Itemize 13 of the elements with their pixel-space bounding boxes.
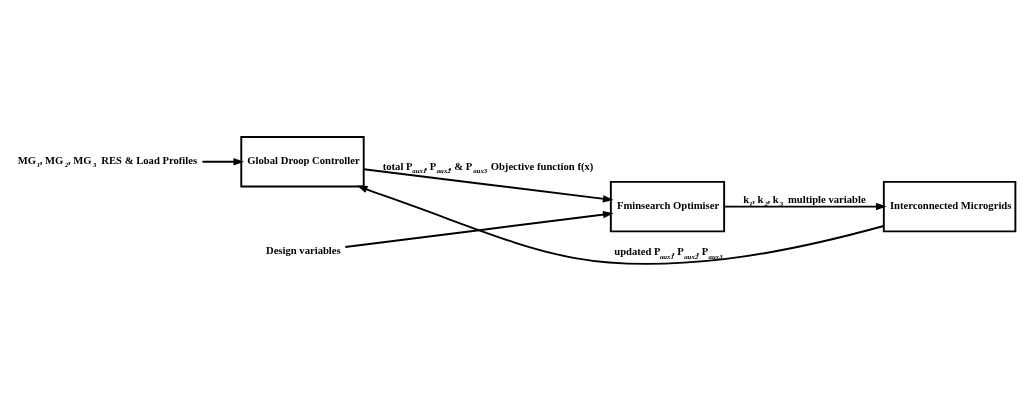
arrow — [201, 157, 245, 165]
edge-label: k$_{1}$, k$_{2}$, k$_{3}$ multiple variable — [743, 193, 866, 207]
arrow — [362, 167, 614, 202]
edge-label: total P$_{aux1}$, P$_{aux2}$, & P$_{aux3}$ Objective function f(x) — [382, 160, 594, 174]
arrow — [356, 184, 885, 265]
arrow — [723, 202, 887, 210]
node-text: MG$_{1}$, MG$_{2}$, MG$_{3}$ RES & Load Profiles — [17, 154, 198, 168]
node-text: Design variables — [265, 244, 341, 256]
arrow — [344, 210, 614, 248]
node-box: Fminsearch Optimiser — [609, 180, 726, 232]
node-box: Interconnected Microgrids — [882, 180, 1017, 232]
node-box: Global Droop Controller — [240, 135, 365, 187]
edge-label: updated P$_{aux1}$, P$_{aux2}$, P$_{aux3}$ — [614, 245, 723, 260]
